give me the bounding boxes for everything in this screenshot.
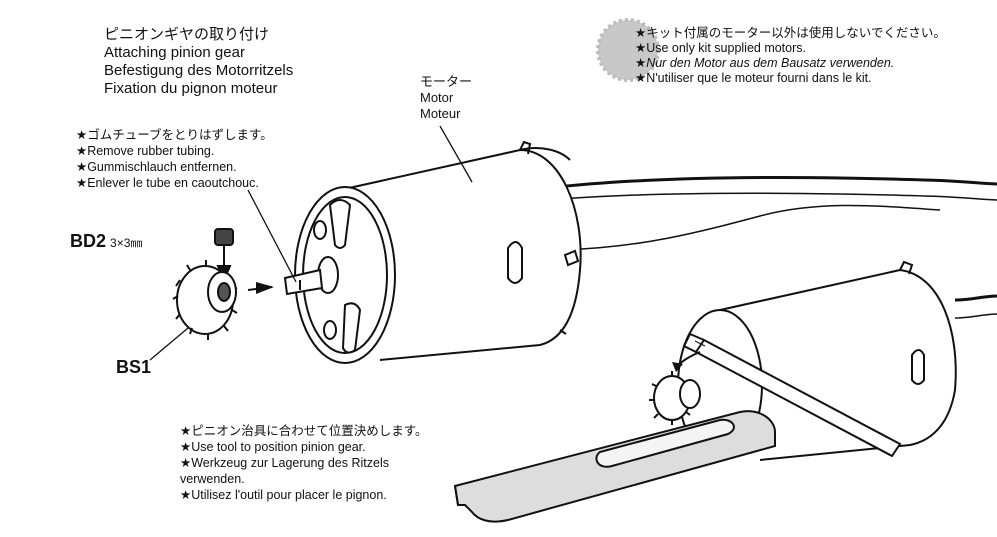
tool-note-de1: ★Werkzeug zur Lagerung des Ritzels	[180, 456, 389, 470]
bs1-code: BS1	[116, 357, 152, 377]
motor-main	[283, 140, 997, 364]
pinion-positioning-tool	[453, 410, 776, 523]
bs1-pinion-gear	[172, 260, 238, 340]
insert-arrow-icon	[247, 282, 274, 294]
rubber-tubing-note: ★ゴムチューブをとりはずします。 ★Remove rubber tubing. …	[76, 128, 273, 192]
bs1-leader-line	[149, 327, 189, 361]
rubber-leader-line	[247, 189, 297, 283]
title-jp: ピニオンギヤの取り付け	[104, 26, 270, 43]
motor-label: モーター Motor Moteur	[420, 74, 472, 122]
warning-fr: ★N'utiliser que le moteur fourni dans le…	[635, 71, 872, 85]
tool-note-en: ★Use tool to position pinion gear.	[180, 440, 366, 454]
warning-en: ★Use only kit supplied motors.	[635, 41, 806, 55]
part-label-bs1: BS1	[116, 357, 151, 379]
rubber-note-jp: ★ゴムチューブをとりはずします。	[76, 128, 273, 142]
tool-note-jp: ★ピニオン治具に合わせて位置決めします。	[180, 424, 428, 438]
warning-de: ★Nur den Motor aus dem Bausatz verwenden…	[635, 56, 895, 70]
rubber-note-fr: ★Enlever le tube en caoutchouc.	[76, 176, 259, 190]
motor-label-fr: Moteur	[420, 106, 461, 121]
warning-seal-icon	[596, 18, 660, 82]
hex-wrench-icon	[682, 332, 902, 458]
warning-jp: ★キット付属のモーター以外は使用しないでください。	[635, 26, 946, 40]
tool-note: ★ピニオン治具に合わせて位置決めします。 ★Use tool to positi…	[180, 424, 427, 504]
motor-leader-line	[439, 125, 473, 183]
warning-block: ★キット付属のモーター以外は使用しないでください。 ★Use only kit …	[635, 26, 946, 86]
title-en: Attaching pinion gear	[104, 44, 245, 61]
title-fr: Fixation du pignon moteur	[104, 80, 278, 97]
motor-label-jp: モーター	[420, 74, 473, 89]
rubber-note-en: ★Remove rubber tubing.	[76, 144, 215, 158]
lower-pinion-gear	[649, 371, 701, 425]
tool-note-fr: ★Utilisez l'outil pour placer le pignon.	[180, 488, 387, 502]
bd2-size: 3×3㎜	[110, 236, 143, 250]
motor-label-en: Motor	[420, 90, 454, 105]
rubber-note-de: ★Gummischlauch entfernen.	[76, 160, 237, 174]
title-block: ピニオンギヤの取り付け Attaching pinion gear Befest…	[104, 26, 293, 98]
bd2-code: BD2	[70, 231, 107, 251]
title-de: Befestigung des Motorritzels	[104, 62, 294, 79]
tool-note-de2: verwenden.	[180, 472, 245, 486]
